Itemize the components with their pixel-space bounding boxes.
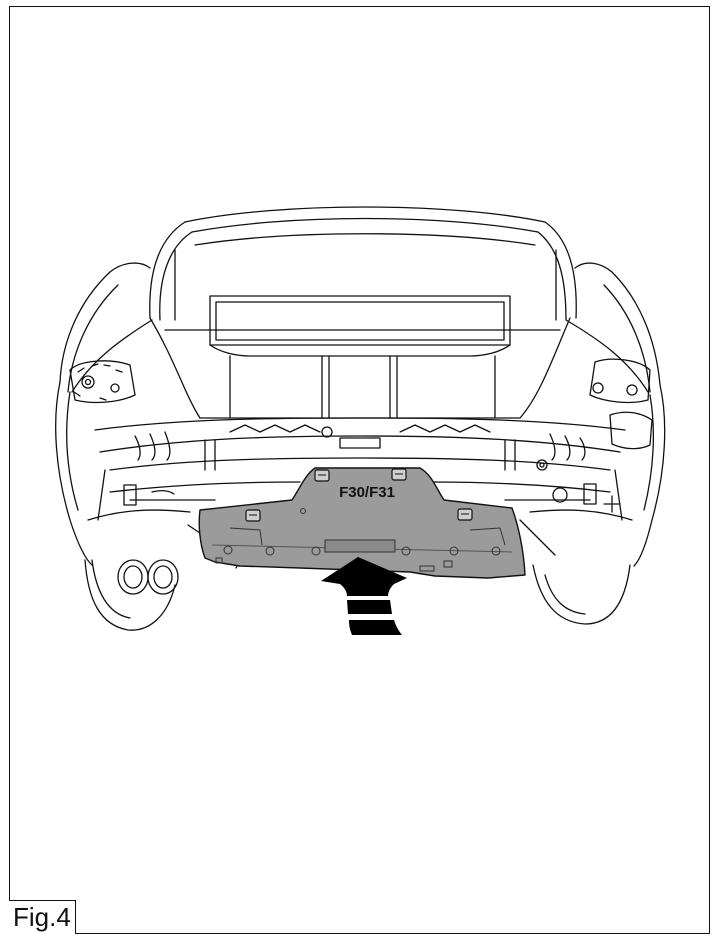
part-code-label: F30/F31 (339, 484, 395, 501)
installation-arrow (321, 557, 407, 635)
right-rear-tire (532, 564, 631, 625)
left-rear-tire (84, 559, 176, 631)
underbody-shield: F30/F31 (198, 467, 526, 579)
exhaust-pipes (117, 559, 179, 595)
open-tailgate (149, 206, 577, 321)
figure-frame (9, 6, 710, 934)
rear-crossmember (87, 417, 633, 521)
trunk-opening (149, 295, 571, 419)
body-outline (55, 262, 666, 567)
figure-number-label: Fig.4 (9, 900, 76, 934)
left-tail-light (69, 360, 136, 404)
right-tail-light (589, 358, 653, 450)
